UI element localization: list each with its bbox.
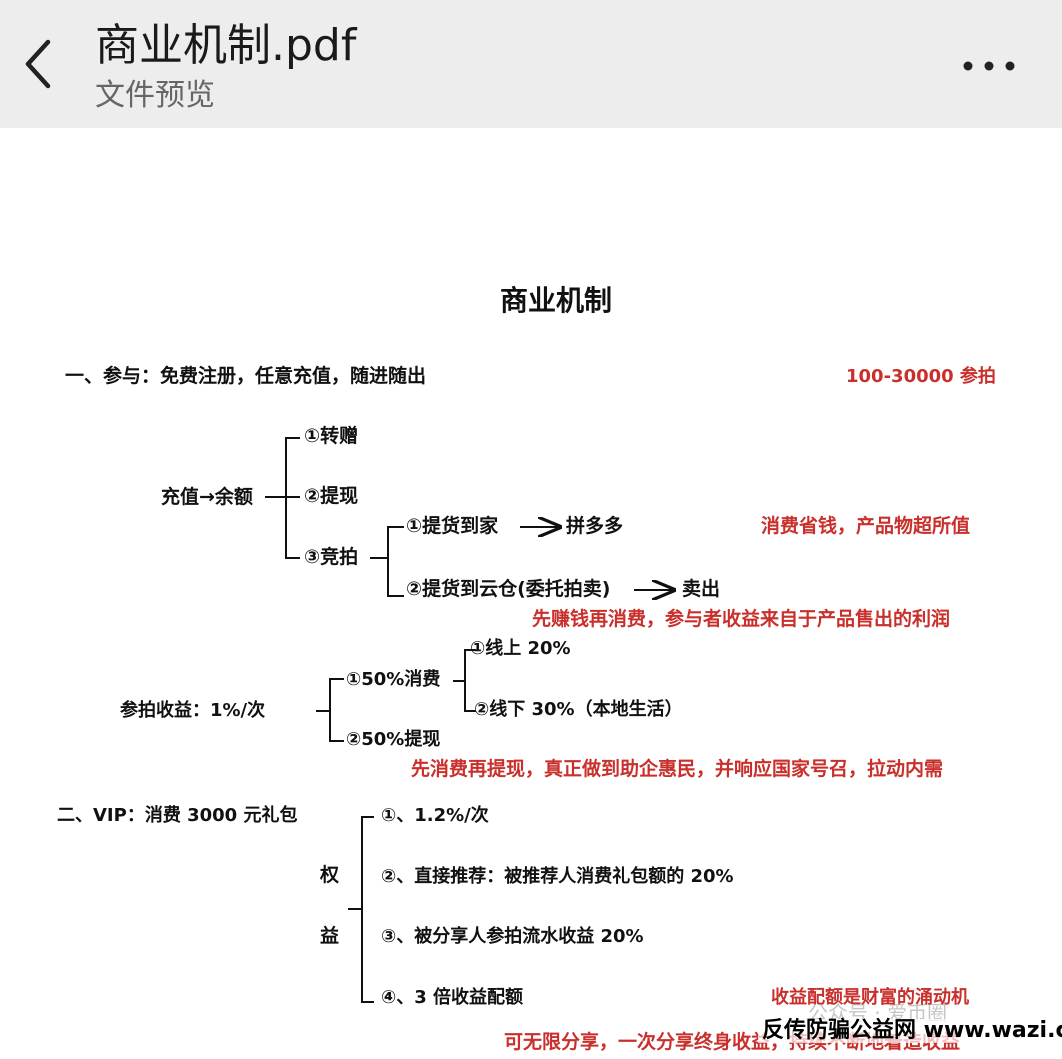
vip-right-4: ④、3 倍收益配额 <box>381 987 524 1008</box>
chevron-left-icon <box>25 39 51 89</box>
recharge-balance-node: 充值→余额 <box>161 486 253 508</box>
online-20-node: ①线上 20% <box>470 638 571 659</box>
rights-char-2: 益 <box>320 925 340 947</box>
offline-30-node: ②线下 30%（本地生活） <box>474 699 683 720</box>
section2-heading: 二、VIP：消费 3000 元礼包 <box>57 805 298 826</box>
withdraw-node: ②提现 <box>304 485 359 507</box>
transfer-node: ①转赠 <box>304 425 359 447</box>
file-subtitle: 文件预览 <box>95 78 215 113</box>
more-horizontal-icon <box>963 61 1015 71</box>
pinduoduo-node: 拼多多 <box>566 515 624 537</box>
save-money-note: 消费省钱，产品物超所值 <box>761 515 971 537</box>
sell-node: 卖出 <box>682 578 721 600</box>
more-options-button[interactable] <box>958 48 1022 84</box>
vip-right-3: ③、被分享人参拍流水收益 20% <box>381 926 644 947</box>
consume-first-note: 先消费再提现，真正做到助企惠民，并响应国家号召，拉动内需 <box>411 758 944 780</box>
section1-heading: 一、参与：免费注册，任意充值，随进随出 <box>65 365 427 387</box>
withdraw-50-node: ②50%提现 <box>346 729 441 750</box>
document-title: 商业机制 <box>500 284 613 317</box>
back-button[interactable] <box>18 36 62 92</box>
consume-50-node: ①50%消费 <box>346 669 441 690</box>
watermark-site: 反传防骗公益网 www.wazi.cc <box>758 1019 1062 1043</box>
vip-right-1: ①、1.2%/次 <box>381 805 489 826</box>
auction-node: ③竞拍 <box>304 546 359 568</box>
vip-right-2: ②、直接推荐：被推荐人消费礼包额的 20% <box>381 866 734 887</box>
rights-char-1: 权 <box>320 864 340 886</box>
section1-range-note: 100-30000 参拍 <box>846 366 996 387</box>
title-bar: 商业机制.pdf 文件预览 <box>0 0 1062 128</box>
auction-income-node: 参拍收益：1%/次 <box>120 700 266 721</box>
cloud-warehouse-node: ②提货到云仓(委托拍卖) <box>406 578 611 600</box>
deliver-home-node: ①提货到家 <box>406 515 499 537</box>
file-title: 商业机制.pdf <box>95 20 357 71</box>
watermark-account: 公众号 · 爱币圈 <box>808 1001 948 1025</box>
earn-first-note: 先赚钱再消费，参与者收益来自于产品售出的利润 <box>532 608 951 630</box>
quota-note: 收益配额是财富的涌动机 <box>771 987 969 1008</box>
